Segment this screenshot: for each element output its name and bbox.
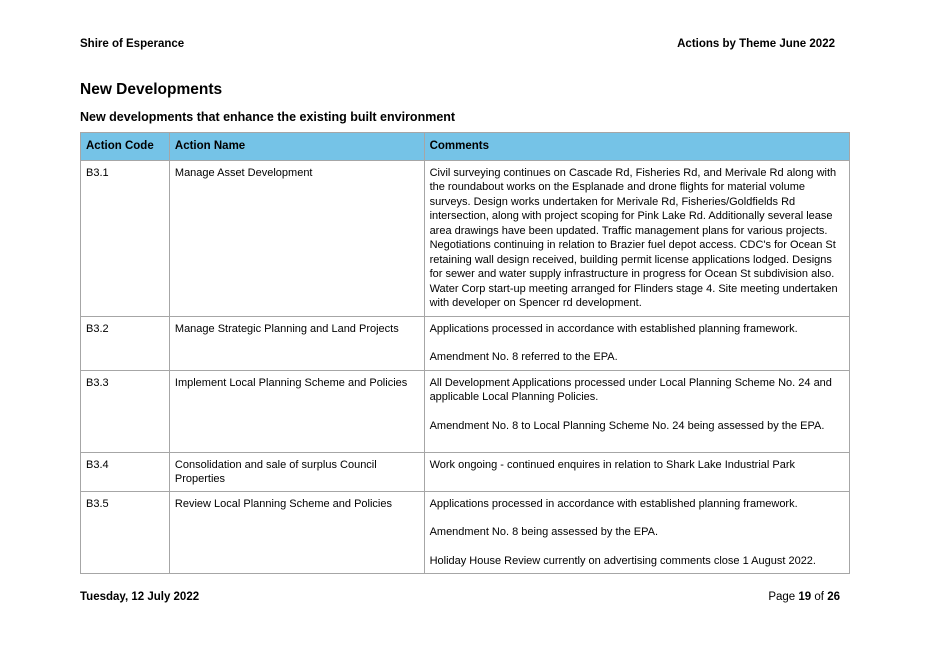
comment-paragraph: Amendment No. 8 referred to the EPA.	[429, 351, 618, 363]
section-subtitle: New developments that enhance the existi…	[80, 110, 456, 124]
table-header-row: Action Code Action Name Comments	[80, 132, 851, 161]
report-date: Tuesday, 12 July 2022	[80, 591, 200, 603]
action-name-cell: Implement Local Planning Scheme and Poli…	[168, 369, 425, 453]
table-row: B3.2 Manage Strategic Planning and Land …	[80, 315, 851, 371]
comment-paragraph: Holiday House Review currently on advert…	[429, 554, 816, 567]
action-name-cell: Manage Strategic Planning and Land Proje…	[168, 315, 425, 371]
comment-paragraph: Amendment No. 8 to Local Planning Scheme…	[429, 419, 825, 432]
comment-paragraph: Work ongoing - continued enquires in rel…	[429, 458, 796, 471]
comments-cell: Applications processed in accordance wit…	[423, 490, 851, 574]
column-header-comments: Comments	[423, 132, 851, 161]
comment-paragraph: Applications processed in accordance wit…	[429, 322, 798, 335]
report-title: Actions by Theme June 2022	[677, 38, 835, 50]
table-row: B3.3 Implement Local Planning Scheme and…	[80, 369, 851, 453]
comments-cell: Applications processed in accordance wit…	[423, 315, 851, 371]
page-current: 19	[798, 591, 812, 603]
comments-cell: All Development Applications processed u…	[423, 369, 851, 453]
action-code-cell: B3.5	[80, 490, 170, 574]
page-of: of	[814, 591, 824, 603]
action-code-cell: B3.2	[80, 315, 170, 371]
column-header-action-code: Action Code	[80, 132, 170, 161]
column-header-action-name: Action Name	[168, 132, 425, 161]
comments-cell: Work ongoing - continued enquires in rel…	[423, 451, 851, 492]
table-row: B3.1 Manage Asset Development Civil surv…	[80, 159, 851, 317]
table-row: B3.4 Consolidation and sale of surplus C…	[80, 451, 851, 492]
action-code-cell: B3.4	[80, 451, 170, 492]
comment-paragraph: Applications processed in accordance wit…	[429, 497, 798, 510]
comment-paragraph: All Development Applications processed u…	[429, 376, 832, 404]
action-code-cell: B3.3	[80, 369, 170, 453]
section-title: New Developments	[80, 81, 223, 98]
action-code-cell: B3.1	[80, 159, 170, 317]
page-prefix: Page	[768, 591, 796, 603]
action-name-cell: Consolidation and sale of surplus Counci…	[168, 451, 425, 492]
action-name-cell: Review Local Planning Scheme and Policie…	[168, 490, 425, 574]
comments-cell: Civil surveying continues on Cascade Rd,…	[423, 159, 851, 317]
organization-name: Shire of Esperance	[80, 38, 185, 50]
table-row: B3.5 Review Local Planning Scheme and Po…	[80, 490, 851, 574]
comment-paragraph: Amendment No. 8 being assessed by the EP…	[429, 526, 659, 538]
actions-table: Action Code Action Name Comments B3.1 Ma…	[80, 132, 851, 574]
action-name-cell: Manage Asset Development	[168, 159, 425, 317]
page-total: 26	[827, 591, 840, 603]
comment-paragraph: Civil surveying continues on Cascade Rd,…	[429, 166, 838, 310]
page-number: Page 19 of 26	[768, 591, 840, 603]
